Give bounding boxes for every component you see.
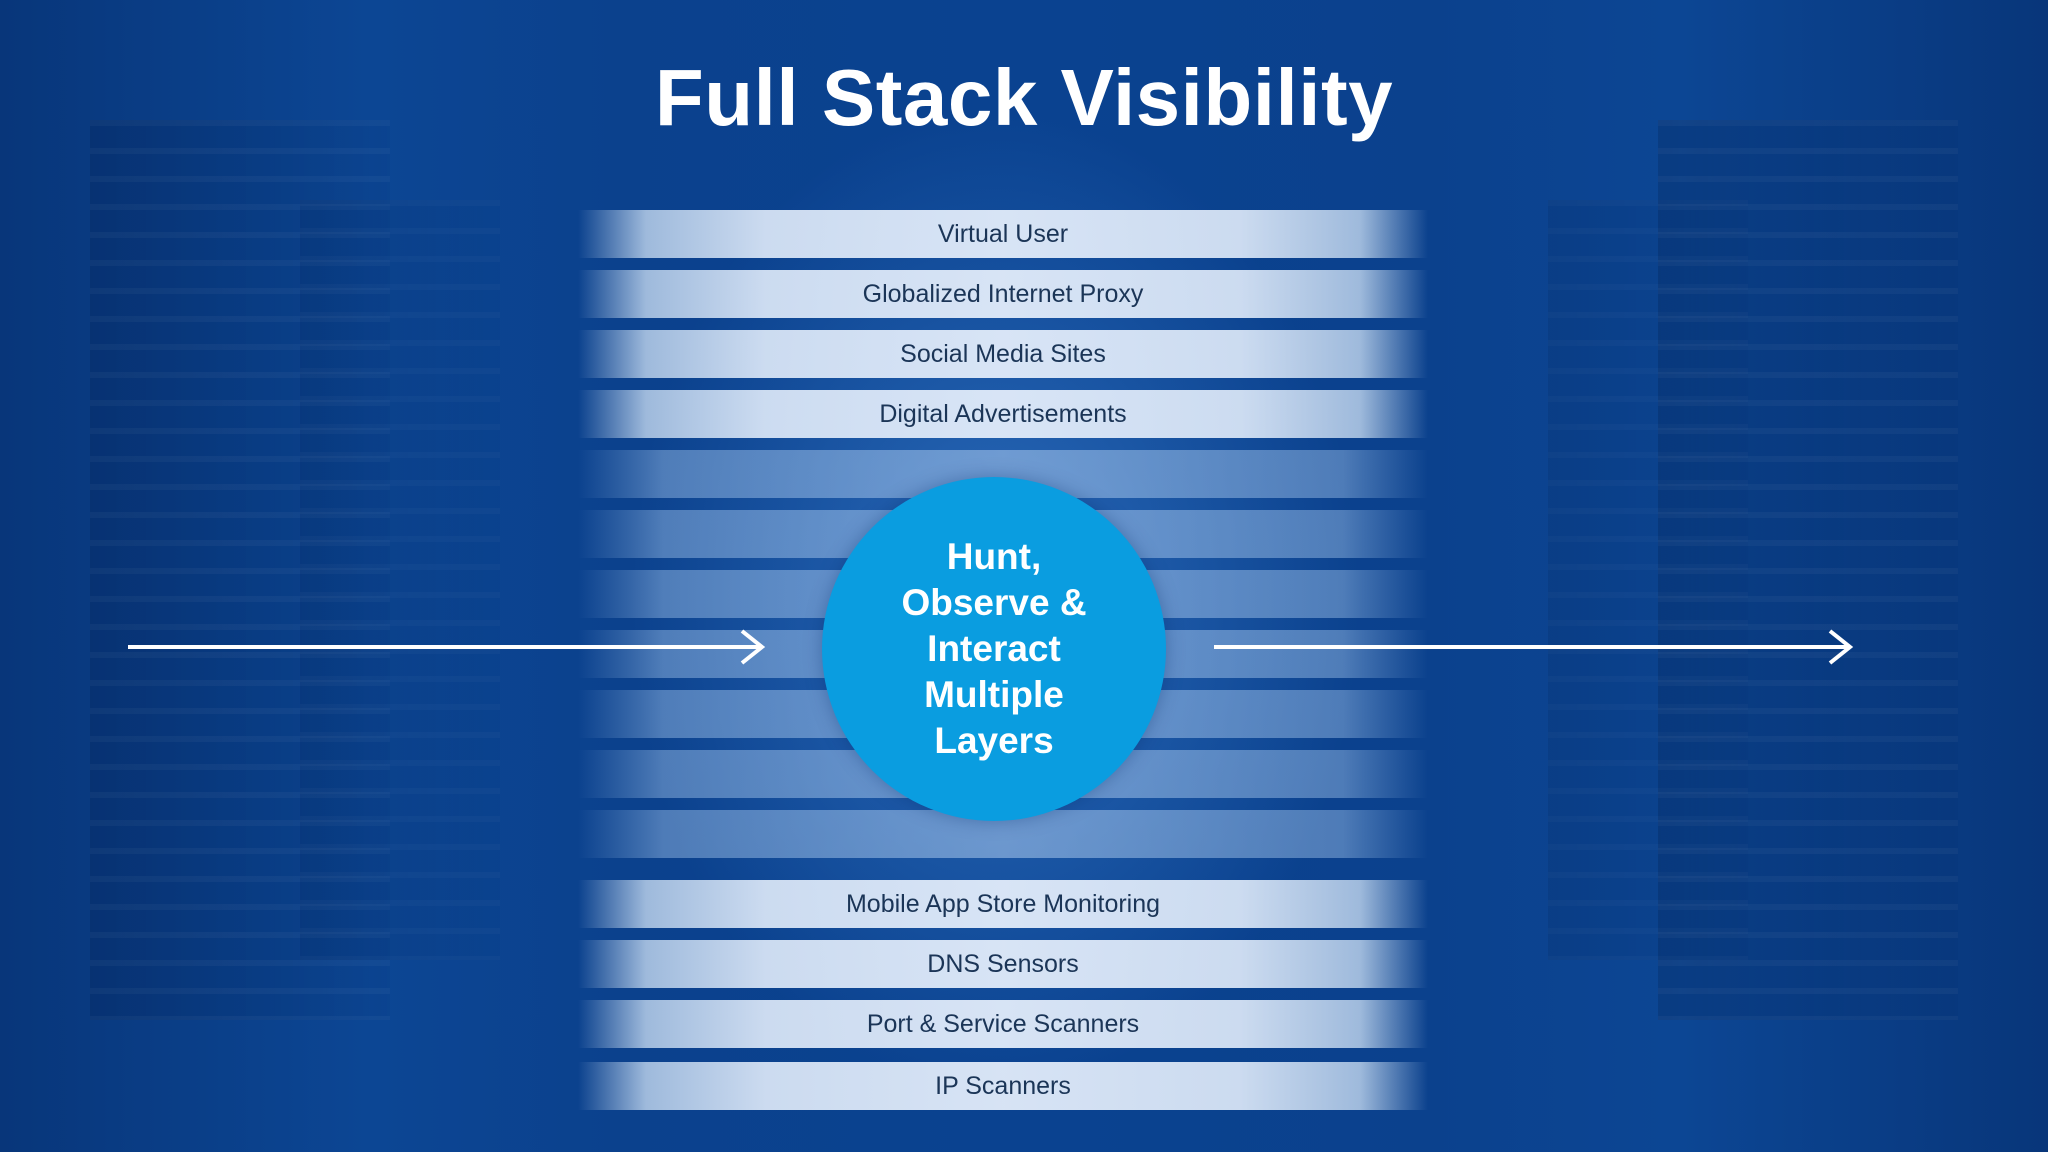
layer-virtual-user: Virtual User <box>578 210 1428 258</box>
hunt-observe-interact-circle: Hunt, Observe & Interact Multiple Layers <box>822 477 1166 821</box>
server-rack-left-inner <box>300 200 500 960</box>
layer-port-service-scanners: Port & Service Scanners <box>578 1000 1428 1048</box>
hub-line: Layers <box>934 720 1054 761</box>
layer-globalized-internet-proxy: Globalized Internet Proxy <box>578 270 1428 318</box>
layer-mobile-app-store-monitoring: Mobile App Store Monitoring <box>578 880 1428 928</box>
hub-line: Multiple <box>924 674 1064 715</box>
server-rack-right <box>1658 120 1958 1020</box>
server-rack-left <box>90 120 390 1020</box>
server-rack-right-inner <box>1548 200 1748 960</box>
hub-line: Interact <box>927 628 1061 669</box>
layer-digital-advertisements: Digital Advertisements <box>578 390 1428 438</box>
hub-line: Hunt, <box>946 536 1042 577</box>
layer-ip-scanners: IP Scanners <box>578 1062 1428 1110</box>
slide-title: Full Stack Visibility <box>654 53 1394 142</box>
hub-label: Hunt, Observe & Interact Multiple Layers <box>864 534 1124 764</box>
hub-line: Observe & <box>901 582 1087 623</box>
layer-social-media-sites: Social Media Sites <box>578 330 1428 378</box>
right-arrow-icon <box>128 629 766 665</box>
layer-dns-sensors: DNS Sensors <box>578 940 1428 988</box>
right-arrow-icon <box>1214 629 1854 665</box>
